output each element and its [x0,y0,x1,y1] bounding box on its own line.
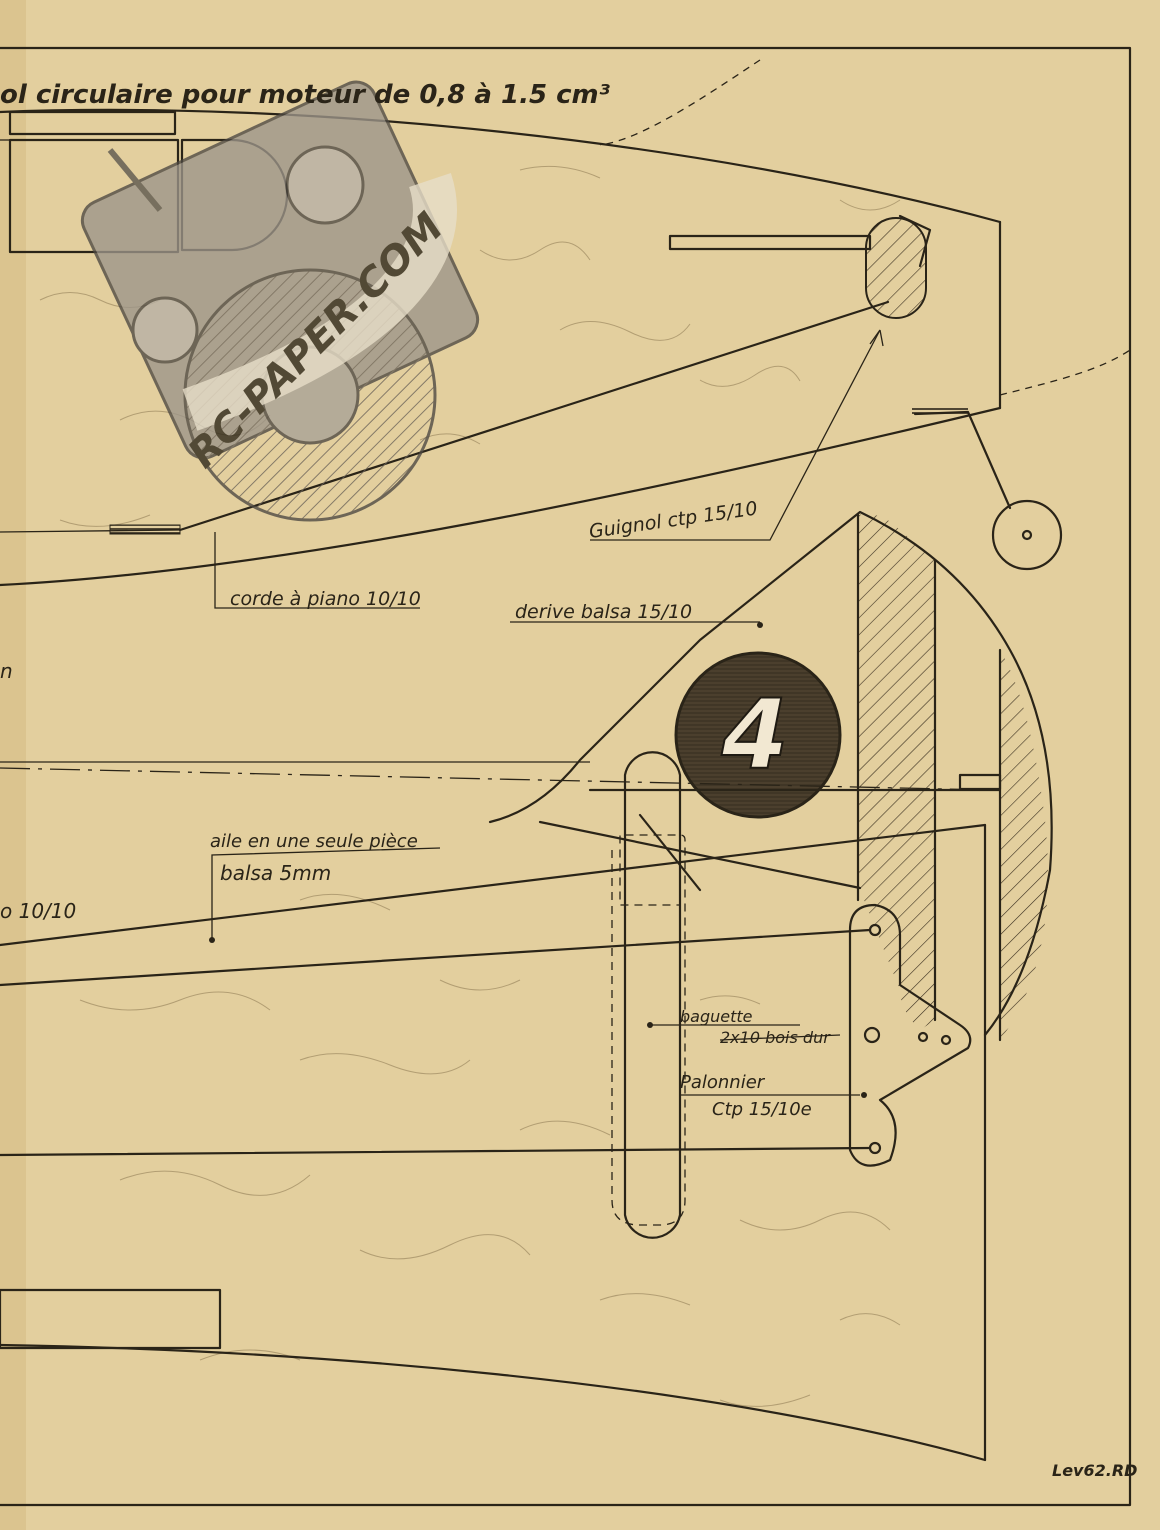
race-number: 4 [721,679,789,791]
fin-label: derive balsa 15/10 [515,601,692,623]
tailwheel [991,499,1063,571]
tail-dashed-line [999,349,1131,396]
left-edge-fragment: n [0,659,13,683]
wing-leading-edge [0,823,987,947]
rudder-horn-bellcrank [848,903,972,1167]
leadout-guide-dashed [611,834,686,1226]
fuselage-side-view [0,59,1131,609]
piano-wire-label: corde à piano 10/10 [230,588,421,610]
rudder-bar-label-line1: Palonnier [680,1072,766,1093]
bellcrank-leader [590,329,881,541]
drawing-signature: Lev62.RD [1052,1461,1137,1480]
paper-edge-shadow [0,0,26,1530]
stick-label-line1: baguette [680,1007,753,1026]
wire-partial-label: o 10/10 [0,899,76,923]
piano-wire-leader [214,532,420,609]
stick-label-leader [650,1024,841,1041]
fin-rudder: 4 [488,510,1053,1042]
wing-label-leader [211,847,441,940]
cockpit-frame-top [8,110,177,136]
piano-wire-spring [109,524,181,535]
bellcrank-horn [898,214,932,268]
fuselage-top-outline [0,108,1002,224]
wing-label-line2: balsa 5mm [220,861,331,885]
wing-axis-line [0,767,991,791]
fin-outline [488,510,1053,1037]
wing-root-block [0,1288,222,1350]
leadout-slot [623,751,682,1239]
stick-label-line2: 2x10 bois dur [720,1028,831,1047]
rc-paper-watermark: RC-PAPER.COM [80,80,480,522]
wing-leadout-line-2 [0,1146,872,1157]
wing-label-line1: aile en une seule pièce [210,831,418,852]
wing-planform [0,751,991,1462]
drawing-border [0,46,1132,1507]
rudder-bar-label-line2: Ctp 15/10e [712,1099,812,1120]
tailwheel-hub [1021,529,1033,541]
wing-leadout-line-1 [0,928,872,987]
wood-grain-texture [39,165,901,1407]
fuselage-bottom-outline [0,406,1002,587]
bellcrank-mount [865,217,927,319]
plan-title: ol circulaire pour moteur de 0,8 à 1.5 c… [0,80,611,110]
